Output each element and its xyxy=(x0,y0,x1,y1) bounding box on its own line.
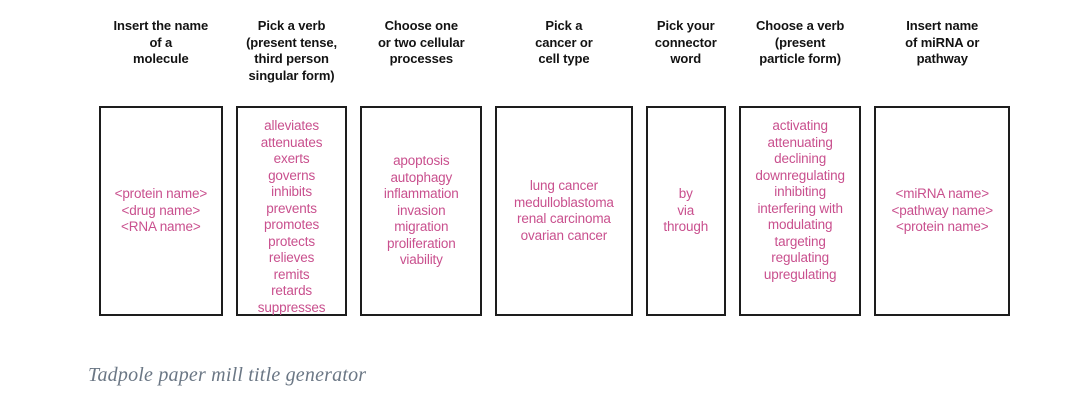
list-item: modulating xyxy=(767,217,833,232)
list-item: <protein name> xyxy=(896,219,989,235)
generator-column-mirna-pathway: Insert name of miRNA or pathway <miRNA n… xyxy=(874,18,1010,316)
option-box-mirna-pathway: <miRNA name> <pathway name> <protein nam… xyxy=(874,106,1010,316)
list-item: through xyxy=(663,219,709,235)
column-header-mirna-pathway: Insert name of miRNA or pathway xyxy=(905,18,980,66)
column-header-cancer-type: Pick a cancer or cell type xyxy=(535,18,593,66)
generator-column-molecule: Insert the name of a molecule <protein n… xyxy=(99,18,223,316)
option-box-cellular-process: apoptosis autophagy inflammation invasio… xyxy=(360,106,483,316)
generator-column-verb-participle: Choose a verb (present particle form) ac… xyxy=(738,18,862,316)
list-item: proliferation xyxy=(387,235,456,251)
option-list-connector-word: by via through xyxy=(650,186,722,236)
option-box-verb-participle: activating attenuating declining downreg… xyxy=(738,106,862,316)
list-item: <pathway name> xyxy=(891,202,993,218)
list-item: protects xyxy=(268,233,315,249)
column-header-verb-participle: Choose a verb (present particle form) xyxy=(755,18,845,66)
list-item: apoptosis xyxy=(393,153,450,169)
list-item: via xyxy=(677,202,695,218)
option-box-molecule: <protein name> <drug name> <RNA name> xyxy=(99,106,223,316)
list-item: targeting xyxy=(774,233,826,249)
list-item: inhibiting xyxy=(774,184,827,199)
list-item: renal carcinoma xyxy=(517,211,611,226)
option-box-cancer-type: lung cancer medulloblastoma renal carcin… xyxy=(495,106,633,316)
column-header-connector-word: Pick your connector word xyxy=(654,18,717,66)
list-item: activating xyxy=(772,118,828,133)
option-list-mirna-pathway: <miRNA name> <pathway name> <protein nam… xyxy=(878,186,1006,236)
option-box-verb-present-tense: alleviates attenuates exerts governs inh… xyxy=(235,106,348,316)
list-item: lung cancer xyxy=(529,178,598,193)
list-item: inflammation xyxy=(383,186,459,202)
list-item: interfering with xyxy=(757,200,843,216)
list-item: exerts xyxy=(273,151,310,166)
column-header-verb-present-tense: Pick a verb (present tense, third person… xyxy=(246,18,338,83)
list-item: <miRNA name> xyxy=(895,186,989,202)
list-item: prevents xyxy=(266,200,317,216)
list-item: attenuates xyxy=(260,134,323,150)
list-item: upregulating xyxy=(763,266,837,282)
list-item: autophagy xyxy=(390,169,453,185)
generator-columns: Insert the name of a molecule <protein n… xyxy=(99,18,1010,316)
generator-column-cancer-type: Pick a cancer or cell type lung cancer m… xyxy=(495,18,633,316)
list-item: <RNA name> xyxy=(121,219,201,235)
column-header-cellular-process: Choose one or two cellular processes xyxy=(377,18,465,66)
list-item: alleviates xyxy=(264,118,319,133)
list-item: inhibits xyxy=(271,184,312,199)
list-item: migration xyxy=(394,219,449,235)
list-item: invasion xyxy=(397,202,446,218)
option-list-cancer-type: lung cancer medulloblastoma renal carcin… xyxy=(499,178,629,244)
list-item: viability xyxy=(399,252,443,268)
option-list-cellular-process: apoptosis autophagy inflammation invasio… xyxy=(364,153,478,269)
list-item: promotes xyxy=(264,217,320,232)
list-item: regulating xyxy=(771,250,830,265)
generator-column-verb-present-tense: Pick a verb (present tense, third person… xyxy=(235,18,348,316)
list-item: remits xyxy=(273,266,310,282)
list-item: suppresses xyxy=(257,299,326,315)
option-list-molecule: <protein name> <drug name> <RNA name> xyxy=(103,186,219,236)
generator-column-cellular-process: Choose one or two cellular processes apo… xyxy=(360,18,483,316)
list-item: downregulating xyxy=(755,167,845,183)
column-header-molecule: Insert the name of a molecule xyxy=(113,18,209,66)
list-item: <drug name> xyxy=(121,202,201,218)
list-item: declining xyxy=(774,151,827,166)
generator-column-connector-word: Pick your connector word by via through xyxy=(645,18,726,316)
list-item: attenuating xyxy=(767,134,833,150)
option-box-connector-word: by via through xyxy=(645,106,726,316)
figure-caption: Tadpole paper mill title generator xyxy=(88,364,367,386)
list-item: retards xyxy=(271,283,313,298)
list-item: ovarian cancer xyxy=(520,227,608,243)
list-item: by xyxy=(678,186,693,202)
list-item: governs xyxy=(268,167,316,183)
option-list-verb-present-tense: alleviates attenuates exerts governs inh… xyxy=(240,118,344,316)
list-item: relieves xyxy=(268,250,315,265)
list-item: medulloblastoma xyxy=(513,194,614,210)
list-item: <protein name> xyxy=(114,186,208,202)
option-list-verb-participle: activating attenuating declining downreg… xyxy=(743,118,858,283)
